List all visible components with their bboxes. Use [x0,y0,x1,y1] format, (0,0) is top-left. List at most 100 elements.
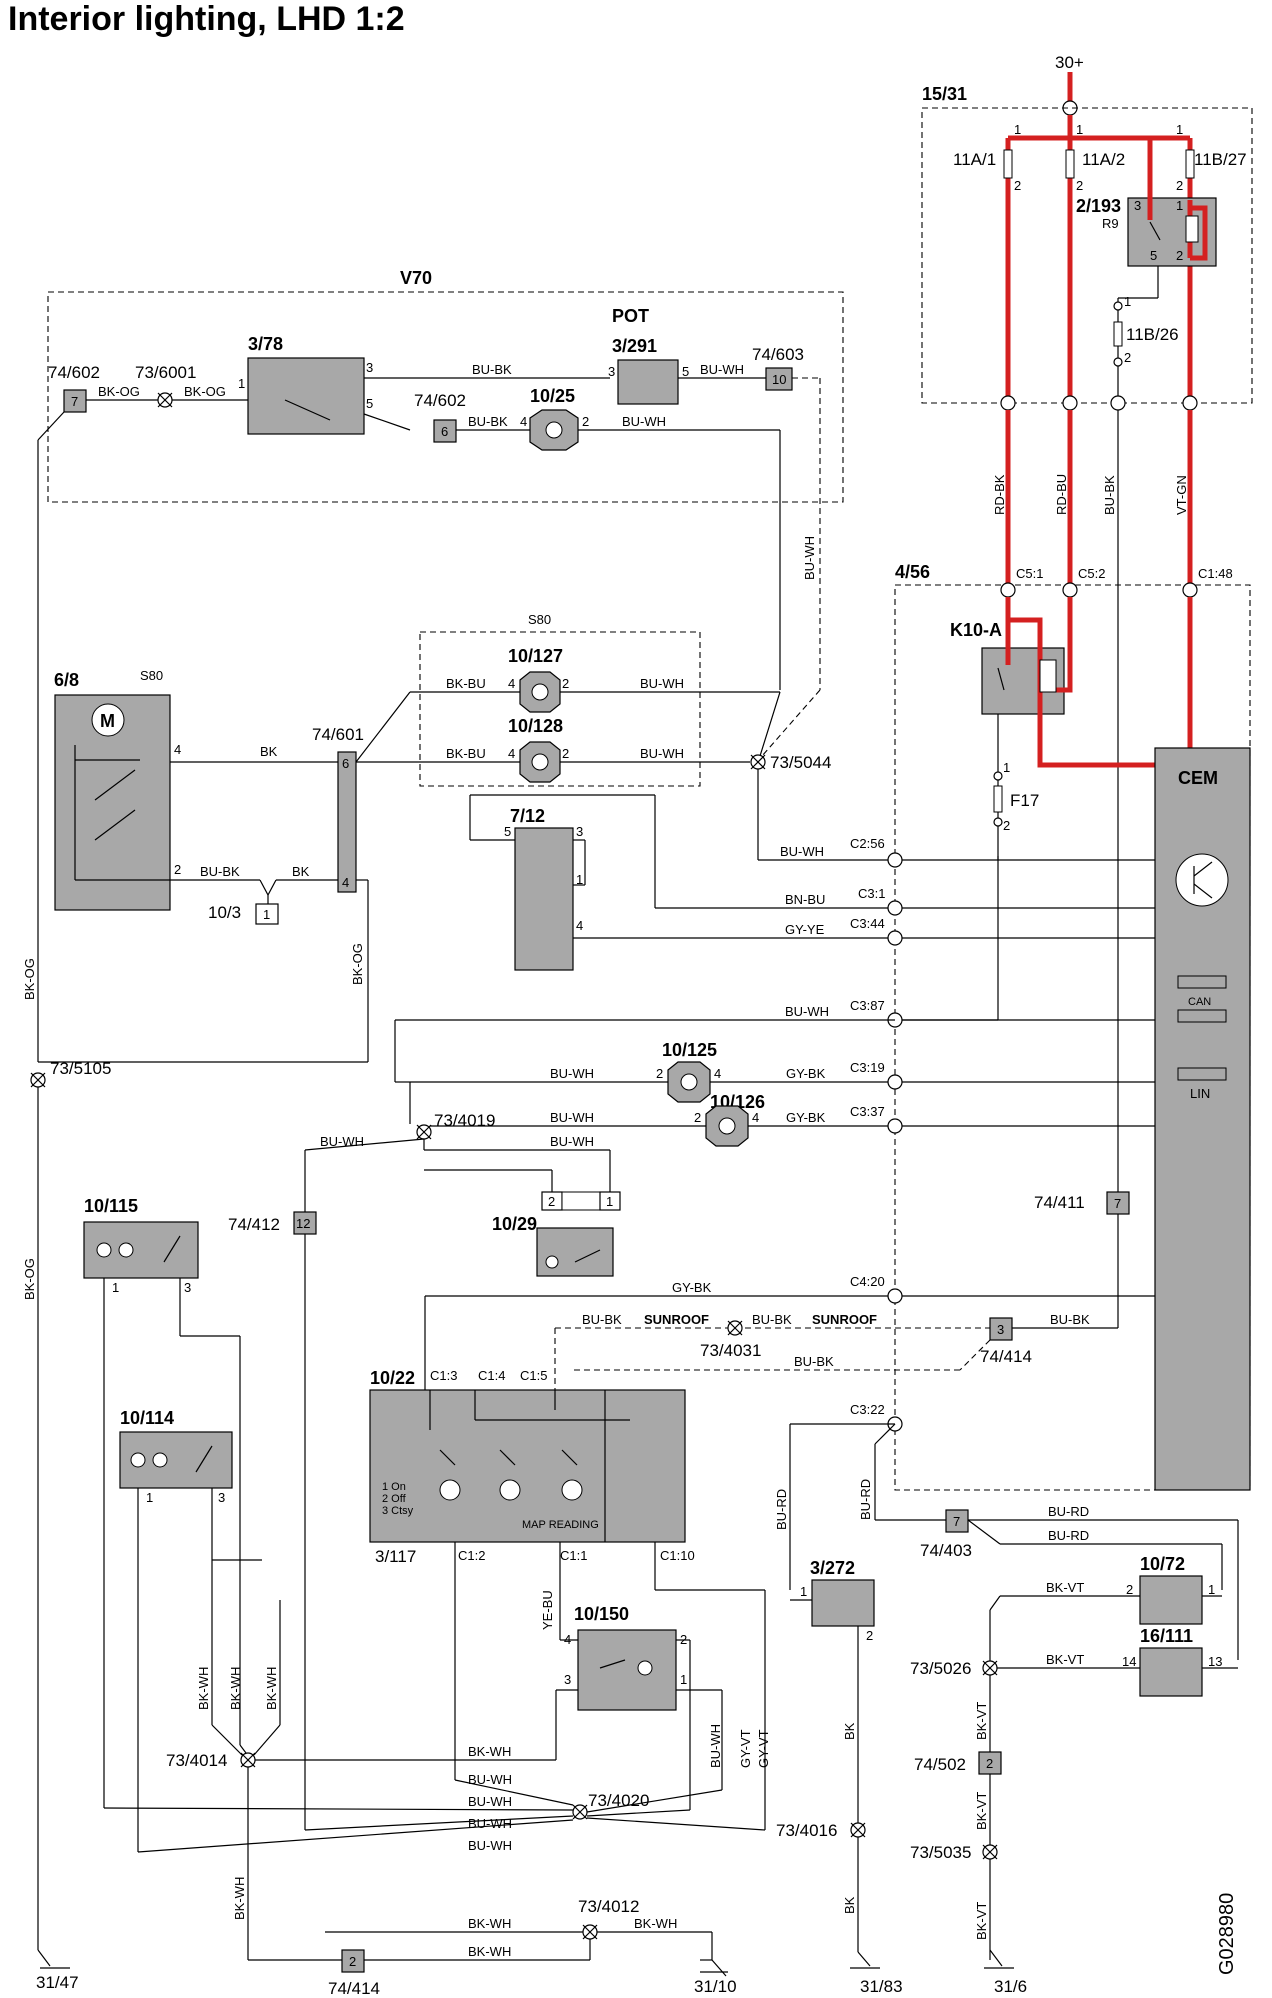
svg-text:10/125: 10/125 [662,1040,717,1060]
svg-text:5: 5 [682,364,689,379]
svg-text:4: 4 [508,676,515,691]
svg-text:VT-GN: VT-GN [1174,475,1189,515]
svg-text:15/31: 15/31 [922,84,967,104]
svg-text:4: 4 [174,742,181,757]
svg-text:2: 2 [656,1066,663,1081]
svg-text:POT: POT [612,306,649,326]
component-7-12: 7/12 5 3 1 4 BN-BU GY-YE [469,794,895,971]
svg-text:7: 7 [1114,1196,1121,1211]
svg-text:BU-RD: BU-RD [858,1479,873,1520]
svg-text:73/5035: 73/5035 [910,1843,971,1862]
svg-text:C1:10: C1:10 [660,1548,695,1563]
svg-text:2: 2 [548,1194,555,1209]
svg-text:31/47: 31/47 [36,1973,79,1992]
svg-text:10/72: 10/72 [1140,1554,1185,1574]
svg-text:4: 4 [520,414,527,429]
svg-text:2: 2 [1126,1582,1133,1597]
ground-31-10: 31/10 [694,1959,737,1996]
svg-text:BK-OG: BK-OG [98,384,140,399]
svg-text:BK: BK [292,864,310,879]
splice-73-4014: 73/4014 BK-WH BK-WH BK-WH BK-WH BK-WH [166,1560,556,1961]
svg-text:4: 4 [508,746,515,761]
svg-text:BU-BK: BU-BK [1102,475,1117,515]
svg-text:BK: BK [842,1896,857,1914]
svg-text:11B/26: 11B/26 [1126,325,1179,344]
svg-text:V70: V70 [400,268,432,288]
v70-group: V70 74/602 7 BK-OG 73/6001 BK-OG 3/78 1 … [47,268,844,690]
svg-text:6/8: 6/8 [54,670,79,690]
svg-text:74/601: 74/601 [312,725,364,744]
svg-text:BN-BU: BN-BU [785,892,825,907]
svg-text:BK-WH: BK-WH [634,1916,677,1931]
svg-text:GY-YE: GY-YE [785,922,825,937]
svg-text:73/4014: 73/4014 [166,1751,227,1770]
svg-text:BU-RD: BU-RD [774,1489,789,1530]
splice-73-4012: 73/4012 BK-WH BK-WH BK-WH [325,1897,713,1961]
svg-text:BU-WH: BU-WH [708,1724,723,1768]
svg-text:12: 12 [296,1216,310,1231]
svg-text:BU-WH: BU-WH [785,1004,829,1019]
svg-text:2 Off: 2 Off [382,1493,407,1505]
svg-text:1: 1 [1076,122,1083,137]
left-rail: BK-OG 73/5105 BK-OG 31/47 [22,411,111,1992]
svg-text:2/193: 2/193 [1076,196,1121,216]
svg-text:10/114: 10/114 [120,1408,174,1428]
svg-text:3: 3 [997,1322,1004,1337]
svg-text:BU-WH: BU-WH [622,414,666,429]
svg-text:C1:1: C1:1 [560,1548,587,1563]
bu-wh-return: BU-WH [394,1004,998,1082]
svg-text:1: 1 [1124,294,1131,309]
svg-text:73/5026: 73/5026 [910,1659,971,1678]
svg-text:BU-WH: BU-WH [700,362,744,377]
svg-text:BU-WH: BU-WH [468,1816,512,1831]
svg-text:3: 3 [1134,198,1141,213]
page-title: Interior lighting, LHD 1:2 [8,0,405,38]
svg-text:3: 3 [608,364,615,379]
cem-pins: C2:56 C3:1 C3:44 C3:87 C3:19 C3:37 C4:20… [850,836,903,1432]
svg-text:BU-WH: BU-WH [468,1794,512,1809]
svg-text:10/22: 10/22 [370,1368,415,1388]
svg-text:5: 5 [366,396,373,411]
svg-text:BU-WH: BU-WH [640,676,684,691]
svg-text:GY-VT: GY-VT [756,1729,771,1768]
svg-text:BU-WH: BU-WH [802,536,817,580]
component-6-8: 6/8 S80 M 4 2 BK BU-BK BK 1 10/3 [54,668,338,925]
svg-text:C3:22: C3:22 [850,1402,885,1417]
svg-text:2: 2 [1176,178,1183,193]
svg-text:74/414: 74/414 [980,1347,1032,1366]
svg-text:3: 3 [218,1490,225,1505]
component-3-272: BU-RD BU-RD 3/272 12 BK 73/4016 BK 31/83 [774,1423,903,1996]
component-10-29: 2 1 10/29 [424,1150,621,1277]
svg-text:30+: 30+ [1055,53,1084,72]
svg-text:RD-BK: RD-BK [992,474,1007,515]
gy-bk-line: GY-BK [424,1280,888,1390]
svg-text:BK-WH: BK-WH [196,1667,211,1710]
connector-74-601: 74/601 6 4 BK-OG [38,725,369,1063]
svg-text:BK-OG: BK-OG [22,1258,37,1300]
svg-text:BU-BK: BU-BK [468,414,508,429]
svg-text:1: 1 [680,1672,687,1687]
svg-text:BK-BU: BK-BU [446,746,486,761]
svg-text:BK-VT: BK-VT [1046,1652,1084,1667]
svg-text:BK-OG: BK-OG [22,958,37,1000]
svg-text:SUNROOF: SUNROOF [812,1312,877,1327]
svg-text:74/403: 74/403 [920,1541,972,1560]
right-ground-chain: 73/5026 BK-VT 2 74/502 BK-VT 73/5035 BK-… [910,1659,1027,1996]
svg-text:1 On: 1 On [382,1481,406,1493]
svg-text:BK-VT: BK-VT [974,1792,989,1830]
svg-text:BK-OG: BK-OG [350,943,365,985]
svg-text:3: 3 [184,1280,191,1295]
svg-text:73/5044: 73/5044 [770,753,831,772]
svg-text:10/127: 10/127 [508,646,563,666]
svg-text:11A/1: 11A/1 [953,150,996,169]
svg-text:13: 13 [1208,1654,1222,1669]
splice-73-4020: 73/4020 BU-WH BU-WH BU-WH BU-WH [103,1772,766,1853]
svg-text:S80: S80 [140,668,163,683]
svg-text:C1:3: C1:3 [430,1368,457,1383]
svg-text:C3:1: C3:1 [858,886,885,901]
svg-text:11B/27: 11B/27 [1194,150,1247,169]
svg-text:2: 2 [562,746,569,761]
svg-text:4: 4 [752,1110,759,1125]
svg-text:2: 2 [562,676,569,691]
